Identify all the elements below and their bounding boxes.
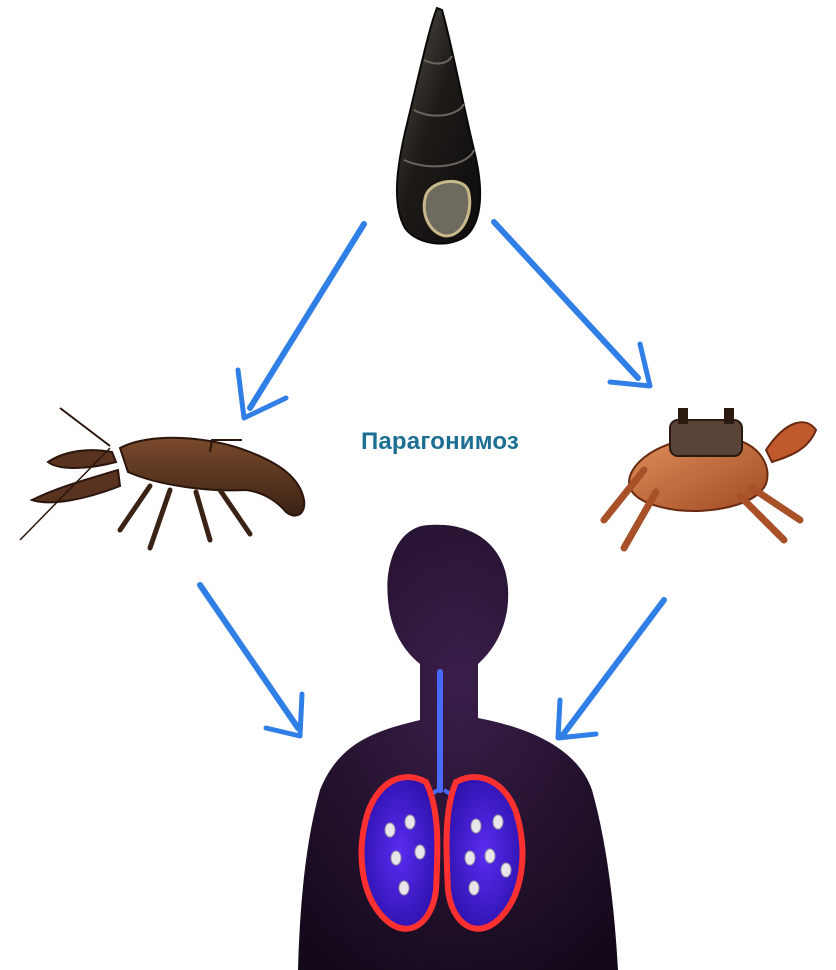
human-lungs-illustration bbox=[298, 525, 618, 970]
diagram-title: Парагонимоз bbox=[300, 428, 580, 456]
snail-illustration bbox=[397, 8, 480, 244]
arrow-snail-to-crayfish bbox=[238, 224, 364, 418]
arrow-snail-to-crab bbox=[494, 222, 650, 386]
arrow-crayfish-to-human bbox=[200, 585, 302, 736]
arrow-crab-to-human bbox=[558, 600, 664, 738]
crab-illustration bbox=[604, 408, 816, 548]
crayfish-illustration bbox=[20, 408, 304, 548]
